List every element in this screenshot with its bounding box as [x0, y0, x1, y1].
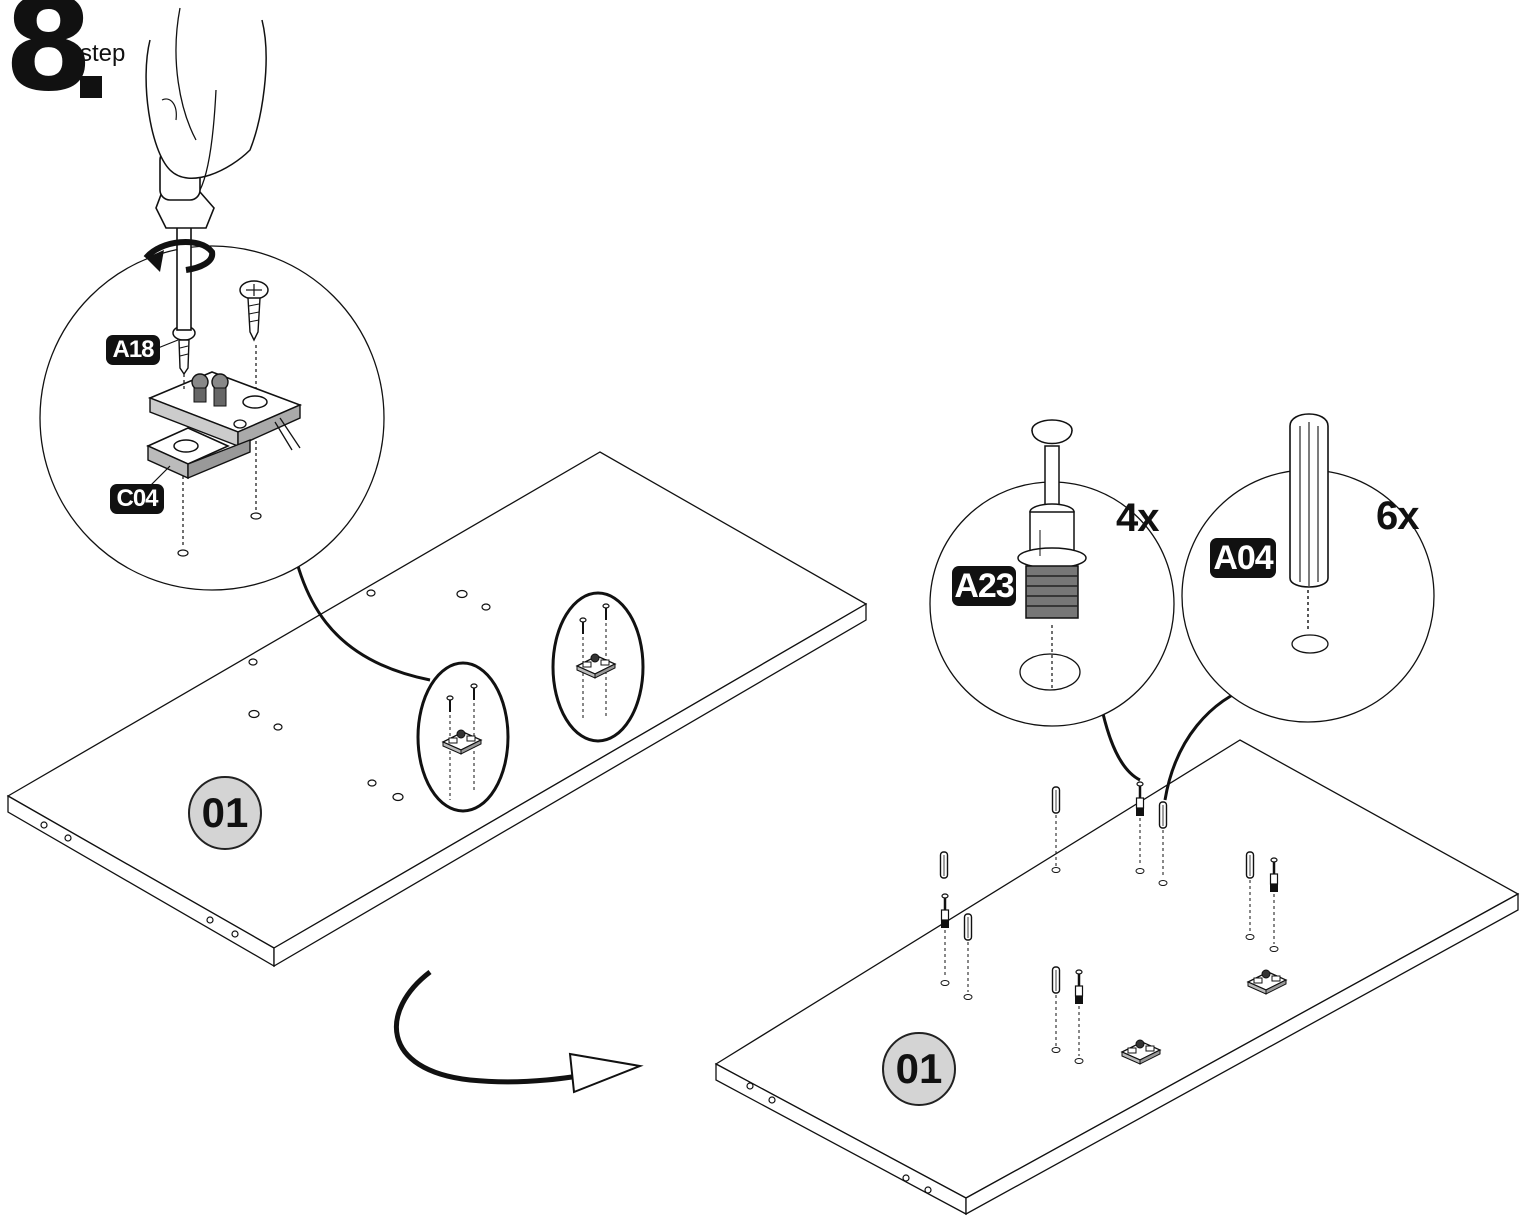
panel-01-right [714, 739, 1520, 1216]
part-code-dowel: A04 [1210, 538, 1276, 578]
cam-bolt-quantity: 4x [1116, 496, 1159, 540]
cam-bolt-detail-circle [929, 419, 1175, 727]
step-number: 8 [4, 0, 94, 120]
hinge-detail-circle [39, 245, 385, 591]
part-code-screw: A18 [106, 335, 160, 365]
dowel-quantity: 6x [1376, 494, 1419, 538]
flip-panel-arrow [394, 970, 644, 1094]
hinge-callout-oval-b [551, 591, 645, 743]
dowel-detail-circle [1181, 413, 1435, 723]
hinge-callout-oval-a [416, 661, 510, 813]
part-code-hinge-plate: C04 [110, 484, 164, 514]
step-marker [80, 76, 102, 98]
step-label: step [80, 40, 126, 67]
fittings-right-panel [939, 780, 1287, 1065]
panel-badge-left: 01 [188, 776, 262, 850]
panel-badge-right: 01 [882, 1032, 956, 1106]
screwdriver-hand [143, 7, 267, 331]
part-code-cam-bolt: A23 [952, 566, 1016, 606]
